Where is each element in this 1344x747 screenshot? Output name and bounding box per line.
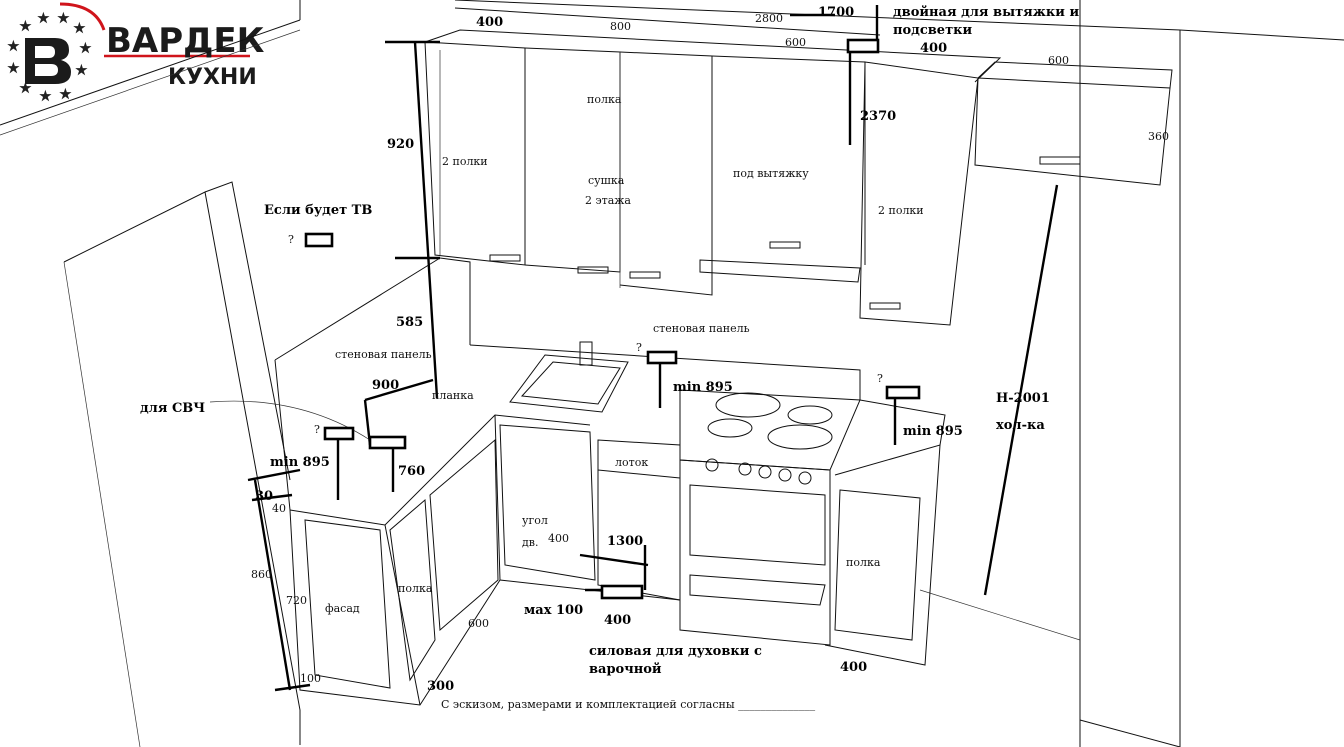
label-fasad: фасад xyxy=(325,602,360,615)
dim-30: 30 xyxy=(255,489,273,504)
label-sushka-floors: 2 этажа xyxy=(585,194,631,207)
svg-text:★: ★ xyxy=(60,87,71,101)
svg-text:★: ★ xyxy=(20,81,31,95)
dim-400-right: 400 xyxy=(840,660,867,675)
svg-text:★: ★ xyxy=(58,11,69,25)
dim-2800: 2800 xyxy=(755,12,783,25)
label-sushka: сушка xyxy=(588,174,625,187)
label-planka: планка xyxy=(432,389,474,402)
svg-text:★: ★ xyxy=(76,63,87,77)
dimension-lines xyxy=(209,5,1059,692)
dim-400-top: 400 xyxy=(476,15,503,30)
label-polka-right: полка xyxy=(846,556,881,569)
power-note-line1: силовая для духовки с xyxy=(589,644,762,659)
sketch-labels: двойная для вытяжки и подсветки полка су… xyxy=(140,5,1079,711)
label-q-right: ? xyxy=(877,372,883,385)
dim-400-bottom: 400 xyxy=(604,613,631,628)
logo-b-counter xyxy=(35,46,58,76)
oven-knobs xyxy=(705,458,812,485)
label-polka-left: полка xyxy=(398,582,433,595)
label-polka-top: полка xyxy=(587,93,622,106)
hood-socket-note-line2: подсветки xyxy=(893,23,973,38)
dim-920: 920 xyxy=(387,137,414,152)
label-q-tv: ? xyxy=(288,233,294,246)
dim-400-corner: 400 xyxy=(548,532,569,545)
logo-b-shape xyxy=(25,38,71,84)
logo-sub-text: КУХНИ xyxy=(168,65,257,90)
dim-585: 585 xyxy=(396,315,423,330)
svg-text:★: ★ xyxy=(8,39,19,53)
logo-red-arc xyxy=(59,2,106,31)
dim-max-100: мах 100 xyxy=(524,603,583,618)
dim-1700: 1700 xyxy=(818,5,854,20)
dim-fridge: хол-ка xyxy=(996,418,1045,433)
dim-2370: 2370 xyxy=(860,109,896,124)
label-q-center: ? xyxy=(636,341,642,354)
logo-brand-text: ВАРДЕК xyxy=(106,21,265,61)
dim-40: 40 xyxy=(272,502,286,515)
svg-text:★: ★ xyxy=(80,41,91,55)
label-ugol: угол xyxy=(522,514,548,527)
socket-hood xyxy=(846,38,880,54)
label-microwave: для СВЧ xyxy=(140,401,205,416)
socket-microwave xyxy=(368,435,407,450)
sockets xyxy=(304,38,921,600)
hood-socket-note-line1: двойная для вытяжки и xyxy=(893,5,1079,20)
svg-text:★: ★ xyxy=(8,61,19,75)
dim-600-right: 600 xyxy=(1048,54,1069,67)
socket-oven-power xyxy=(600,584,644,600)
dim-300: 300 xyxy=(427,679,454,694)
label-two-shelves-left: 2 полки xyxy=(442,155,488,168)
svg-text:★: ★ xyxy=(20,19,31,33)
dim-min895-center: min 895 xyxy=(673,380,733,395)
dim-360: 360 xyxy=(1148,130,1169,143)
logo-stars: ★ ★ ★ ★ ★ ★ ★ ★ ★ ★ ★ xyxy=(8,11,92,104)
socket-left xyxy=(323,426,355,441)
label-under-hood: под вытяжку xyxy=(733,167,809,180)
dim-100-floor: 100 xyxy=(300,672,321,685)
socket-right xyxy=(885,385,921,400)
cooktop-burners xyxy=(707,392,833,450)
dim-min895-right: min 895 xyxy=(903,424,963,439)
socket-tv xyxy=(304,232,334,248)
upper-handles xyxy=(489,156,1081,310)
socket-center xyxy=(646,350,678,365)
svg-text:★: ★ xyxy=(40,89,51,103)
dim-600-hood: 600 xyxy=(785,36,806,49)
agreement-text: С эскизом, размерами и комплектацией сог… xyxy=(441,698,816,711)
label-wall-panel-center: стеновая панель xyxy=(653,322,750,335)
dim-1300: 1300 xyxy=(607,534,643,549)
dim-400-socket: 400 xyxy=(920,41,947,56)
label-q-left: ? xyxy=(314,423,320,436)
dim-720: 720 xyxy=(286,594,307,607)
sink xyxy=(509,341,629,413)
upper-cabinets xyxy=(424,29,1173,326)
label-lotok: лоток xyxy=(615,456,648,469)
brand-logo: ★ ★ ★ ★ ★ ★ ★ ★ ★ ★ ★ ВАРДЕК КУХНИ xyxy=(8,2,265,104)
label-ugol-dv: дв. xyxy=(522,536,538,549)
power-note-line2: варочной xyxy=(589,662,662,677)
label-tv-note: Если будет ТВ xyxy=(264,203,372,218)
dim-h2001: Н-2001 xyxy=(996,391,1050,406)
dimension-texts: 400 800 2800 1700 600 400 600 2370 360 9… xyxy=(251,5,1169,694)
dim-760: 760 xyxy=(398,464,425,479)
dim-600-base: 600 xyxy=(468,617,489,630)
dim-min895-left: min 895 xyxy=(270,455,330,470)
label-wall-panel-left: стеновая панель xyxy=(335,348,432,361)
dim-900: 900 xyxy=(372,378,399,393)
svg-text:★: ★ xyxy=(38,11,49,25)
label-two-shelves-right: 2 полки xyxy=(878,204,924,217)
base-cabinets xyxy=(274,257,946,706)
dim-800: 800 xyxy=(610,20,631,33)
dim-860: 860 xyxy=(251,568,272,581)
svg-text:★: ★ xyxy=(74,21,85,35)
